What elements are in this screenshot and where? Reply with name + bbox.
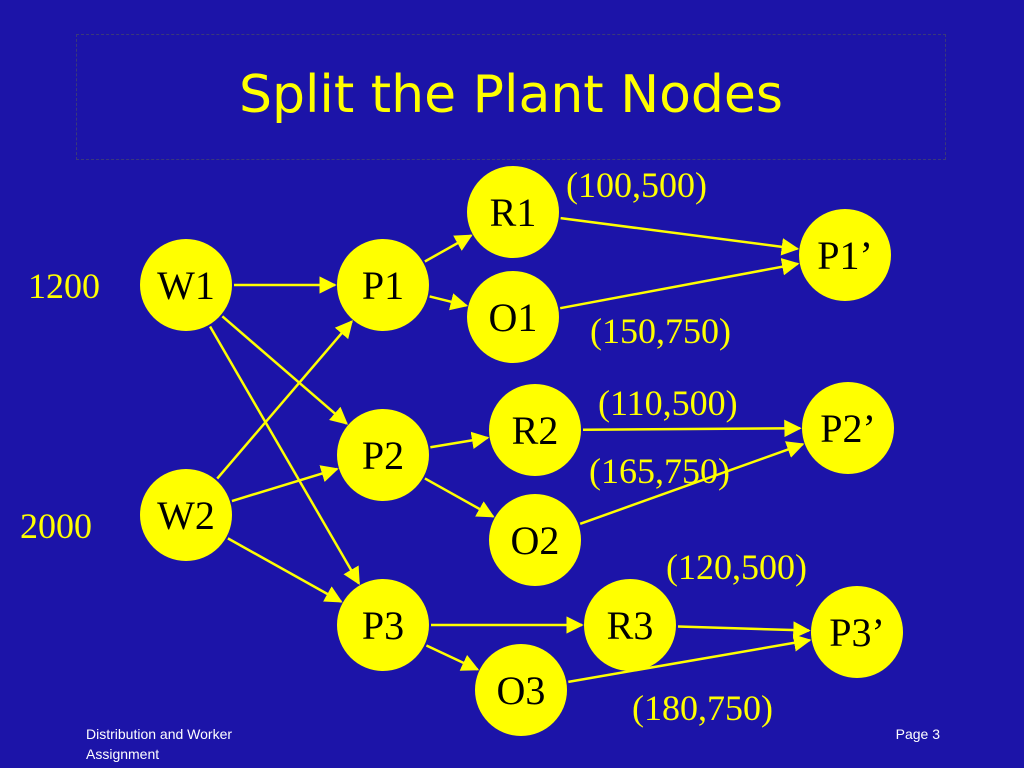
node-circle [467,166,559,258]
node-p1p: P1’ [799,209,891,301]
node-r2: R2 [489,384,581,476]
node-circle [140,239,232,331]
edge-O1-P1p [559,258,800,310]
edge-label-R3-P3p: (120,500) [666,547,807,587]
node-circle [811,586,903,678]
node-p1: P1 [337,239,429,331]
node-o1: O1 [467,271,559,363]
labels-layer: (100,500) (150,750) (110,500) (165,750) (120… [20,165,807,728]
node-circle [489,384,581,476]
node-w2: W2 [140,469,232,561]
edge-W2-P2 [231,465,339,503]
node-circle [337,579,429,671]
slide-title: Split the Plant Nodes [238,65,784,125]
node-circle [802,382,894,474]
edge-R3-P3p [677,621,811,639]
node-circle [584,579,676,671]
node-o2: O2 [489,494,581,586]
node-label: P1 [362,263,404,308]
node-label: P3’ [829,610,885,655]
node-p3p: P3’ [811,586,903,678]
node-label: O1 [489,295,538,340]
node-circle [475,644,567,736]
supply-label-w1: 1200 [28,266,100,306]
node-label: R3 [607,603,654,648]
node-circle [489,494,581,586]
edge-O2-P2p [579,441,805,526]
edge-label-O3-P3p: (180,750) [632,688,773,728]
edge-W2-P3 [227,537,343,603]
node-o3: O3 [475,644,567,736]
node-r1: R1 [467,166,559,258]
node-circle [799,209,891,301]
title-placeholder-frame [76,34,946,160]
node-label: O2 [511,518,560,563]
edge-R1-P1p [560,216,800,256]
edge-W2-P1 [216,320,353,480]
edge-label-O1-P1p: (150,750) [590,311,731,351]
edge-label-R2-P2p: (110,500) [598,383,738,423]
edge-P1-R1 [424,234,473,263]
node-label: O3 [497,668,546,713]
node-label: P3 [362,603,404,648]
node-circle [337,239,429,331]
supply-label-w2: 2000 [20,506,92,546]
node-p2p: P2’ [802,382,894,474]
node-label: W1 [157,263,215,308]
node-r3: R3 [584,579,676,671]
node-label: P2 [362,433,404,478]
edge-P3-O3 [425,644,480,671]
edge-P2-R2 [430,431,490,449]
edge-label-R1-P1p: (100,500) [566,165,707,205]
node-circle [140,469,232,561]
edge-W1-P3 [208,325,361,585]
node-label: P1’ [817,233,873,278]
node-w1: W1 [140,239,232,331]
node-label: R2 [512,408,559,453]
node-label: W2 [157,493,215,538]
page-number: Page 3 [895,726,940,742]
edge-R2-P2p [582,419,802,438]
footer-title: Distribution and Worker Assignment [86,726,233,762]
edge-W1-P2 [221,315,348,425]
edge-P1-O1 [429,293,469,311]
node-p3: P3 [337,579,429,671]
node-label: P2’ [820,406,876,451]
edge-O3-P3p [568,634,812,684]
node-p2: P2 [337,409,429,501]
edge-P2-O2 [424,477,495,518]
node-label: R1 [490,190,537,235]
edges-layer [208,216,812,684]
edge-label-O2-P2p: (165,750) [589,451,730,491]
node-circle [337,409,429,501]
node-circle [467,271,559,363]
